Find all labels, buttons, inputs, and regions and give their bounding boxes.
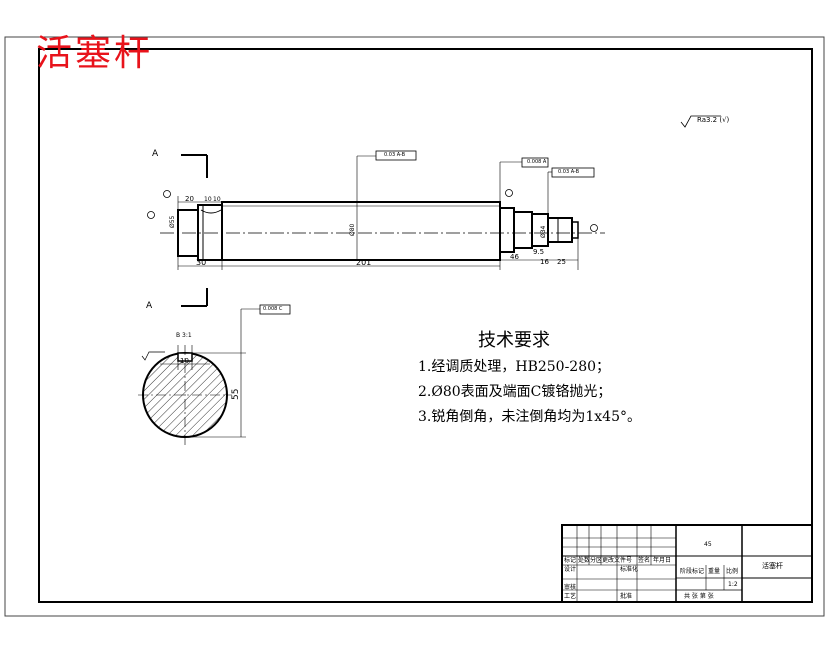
tb-head-0: 标记 [564, 557, 577, 564]
dim-dia-right: Ø34 [540, 225, 547, 238]
tb-weight: 重量 [708, 568, 721, 575]
tolerance-flatness: 0.008 A [527, 159, 547, 165]
dim-201: 201 [356, 258, 372, 267]
outer-frame [4, 36, 825, 617]
tb-sheets: 共 张 第 张 [684, 593, 714, 600]
dim-25: 25 [557, 258, 566, 266]
tb-head-3: 更改文件号 [602, 557, 633, 564]
roughness-note: Ra3.2 (√) [697, 116, 730, 124]
dim-10: 10 [204, 196, 212, 203]
section-title: B 3:1 [176, 332, 192, 339]
main-view [147, 154, 605, 307]
tb-reviewer: 审核 [564, 584, 577, 591]
dim-dia-main: Ø80 [349, 223, 356, 236]
title-block-grid [561, 524, 813, 603]
tb-approve: 批准 [620, 593, 633, 600]
tech-req-heading: 技术要求 [478, 330, 550, 351]
tolerance-runout-right: 0.03 A-B [558, 169, 580, 175]
tb-ratio: 比例 [726, 568, 739, 575]
tb-head-2: 分区 [590, 557, 603, 564]
tolerance-frames [259, 150, 595, 315]
tolerance-section-flat: 0.008 C [263, 306, 283, 312]
drawing-title: 活塞杆 [36, 33, 154, 74]
right-collar [499, 207, 515, 253]
dim-dia-left: Ø55 [169, 215, 176, 228]
dim-20: 20 [185, 195, 194, 203]
dim-9-5: 9.5 [533, 248, 545, 256]
tb-process: 工艺 [564, 593, 577, 600]
dim-depth-55: 55 [231, 388, 241, 400]
main-body [221, 201, 501, 261]
dim-key-width: 10 [180, 357, 189, 365]
tolerance-runout-main: 0.03 A-B [384, 152, 406, 158]
tb-material: 45 [704, 541, 712, 548]
tb-head-1: 处数 [578, 557, 591, 564]
inner-border [38, 48, 813, 603]
tb-designer: 设计 [564, 566, 577, 573]
dim-30: 30 [196, 258, 207, 267]
tech-req-item-3: 3.锐角倒角，未注倒角均为1x45°。 [418, 409, 641, 425]
roughness-symbol [680, 115, 721, 128]
tb-standardized: 标准化 [620, 566, 639, 573]
dim-10b: 10 [213, 196, 221, 203]
tb-head-5: 年月日 [653, 557, 672, 564]
tech-req-item-1: 1.经调质处理，HB250-280； [418, 359, 611, 375]
dim-46: 46 [510, 253, 519, 261]
tb-scale: 1:2 [728, 581, 738, 588]
tb-stage: 阶段标记 [680, 568, 705, 575]
view-label-a-bottom: A [146, 301, 153, 311]
section-view [138, 308, 260, 445]
tb-head-4: 签名 [638, 557, 651, 564]
view-label-a-top: A [152, 149, 159, 159]
tech-req-item-2: 2.Ø80表面及端面C镀铬抛光； [418, 384, 612, 400]
tb-part-name: 活塞杆 [762, 562, 783, 570]
dim-16: 16 [540, 258, 549, 266]
